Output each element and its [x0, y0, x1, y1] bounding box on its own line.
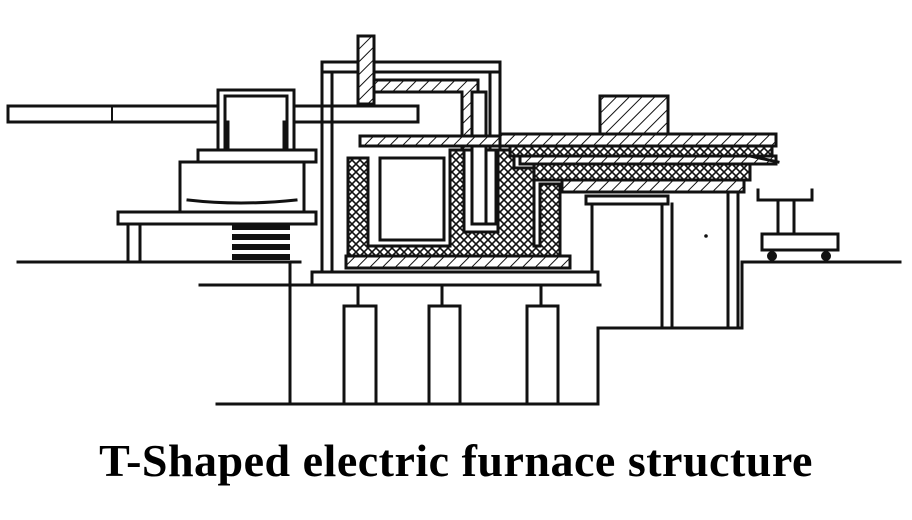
foundation-pit — [288, 260, 744, 406]
lifting-column — [116, 88, 318, 264]
furnace-base-plate — [310, 270, 600, 287]
furnace-diagram — [6, 34, 902, 406]
electrode-rod — [356, 34, 376, 106]
launder — [498, 132, 780, 182]
right-stand — [584, 190, 740, 330]
ladle-cart — [756, 188, 840, 261]
furnace-lining — [346, 148, 562, 264]
electrode-arm — [6, 104, 420, 124]
support-pillars — [342, 283, 560, 406]
figure-caption: T-Shaped electric furnace structure — [99, 435, 813, 486]
top-block — [598, 94, 670, 136]
mark-dot — [704, 234, 708, 238]
